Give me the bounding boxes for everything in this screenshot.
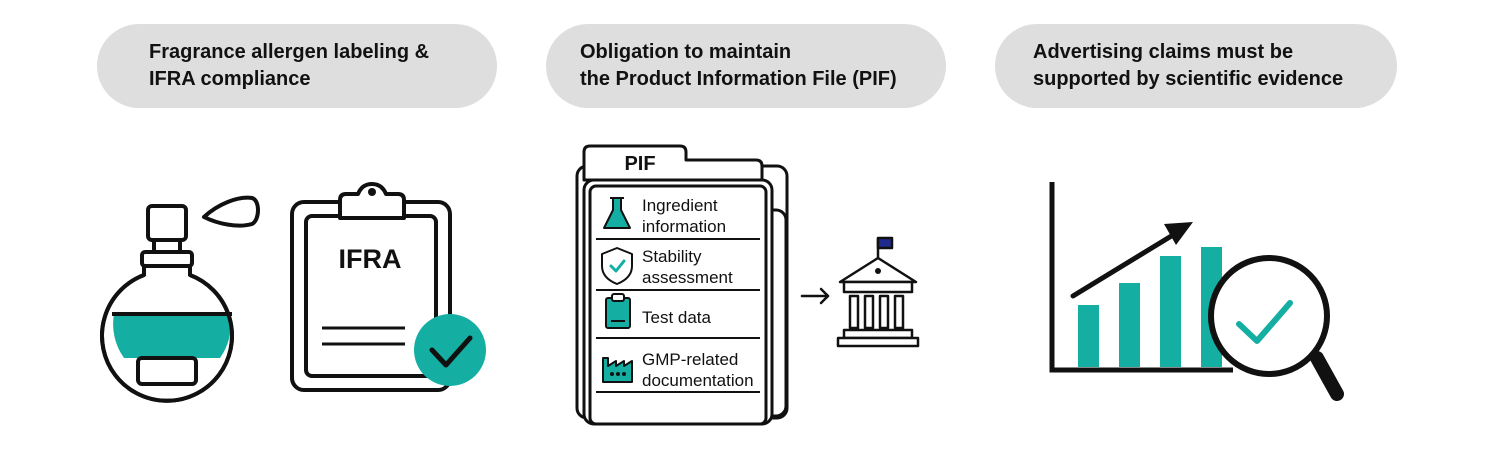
clipboard-label: IFRA [339, 244, 402, 274]
pif-item-stability: Stability assessment [642, 247, 733, 287]
arrow-right-icon [800, 287, 830, 305]
heading-pif: Obligation to maintain the Product Infor… [580, 41, 897, 90]
trend-arrow-icon [1070, 222, 1193, 299]
flask-icon [603, 197, 631, 229]
fragrance-illustration: IFRA [100, 120, 500, 450]
heading-advertising: Advertising claims must be supported by … [1033, 41, 1344, 90]
pif-illustration: PIF [560, 120, 940, 450]
magnifier-check-icon [1208, 255, 1344, 401]
pif-item-gmp: GMP-related documentation [642, 350, 754, 390]
bar-graph-icon [1049, 182, 1233, 373]
factory-icon [602, 357, 633, 383]
pif-item-ingredient: Ingredient information [642, 196, 727, 236]
heading-fragrance: Fragrance allergen labeling & IFRA compl… [149, 41, 430, 90]
shield-check-icon [601, 247, 633, 285]
fragrance-illustration-svg: IFRA [100, 182, 486, 403]
heading-pill-pif: Obligation to maintain the Product Infor… [546, 24, 946, 108]
test-data-clipboard-icon [605, 293, 631, 329]
perfume-bottle-icon [100, 204, 234, 403]
pif-illustration-svg: PIF [575, 144, 920, 426]
heading-pill-fragrance: Fragrance allergen labeling & IFRA compl… [97, 24, 497, 108]
clipboard-icon [290, 182, 452, 392]
heading-pill-advertising: Advertising claims must be supported by … [995, 24, 1397, 108]
pif-tab-label: PIF [624, 153, 655, 175]
check-badge-icon [414, 314, 486, 386]
spray-droplet-icon [202, 195, 260, 228]
advertising-illustration-svg [1049, 182, 1344, 401]
government-building-icon [836, 236, 920, 348]
pif-item-test-data: Test data [642, 308, 711, 327]
advertising-illustration [1035, 120, 1365, 450]
